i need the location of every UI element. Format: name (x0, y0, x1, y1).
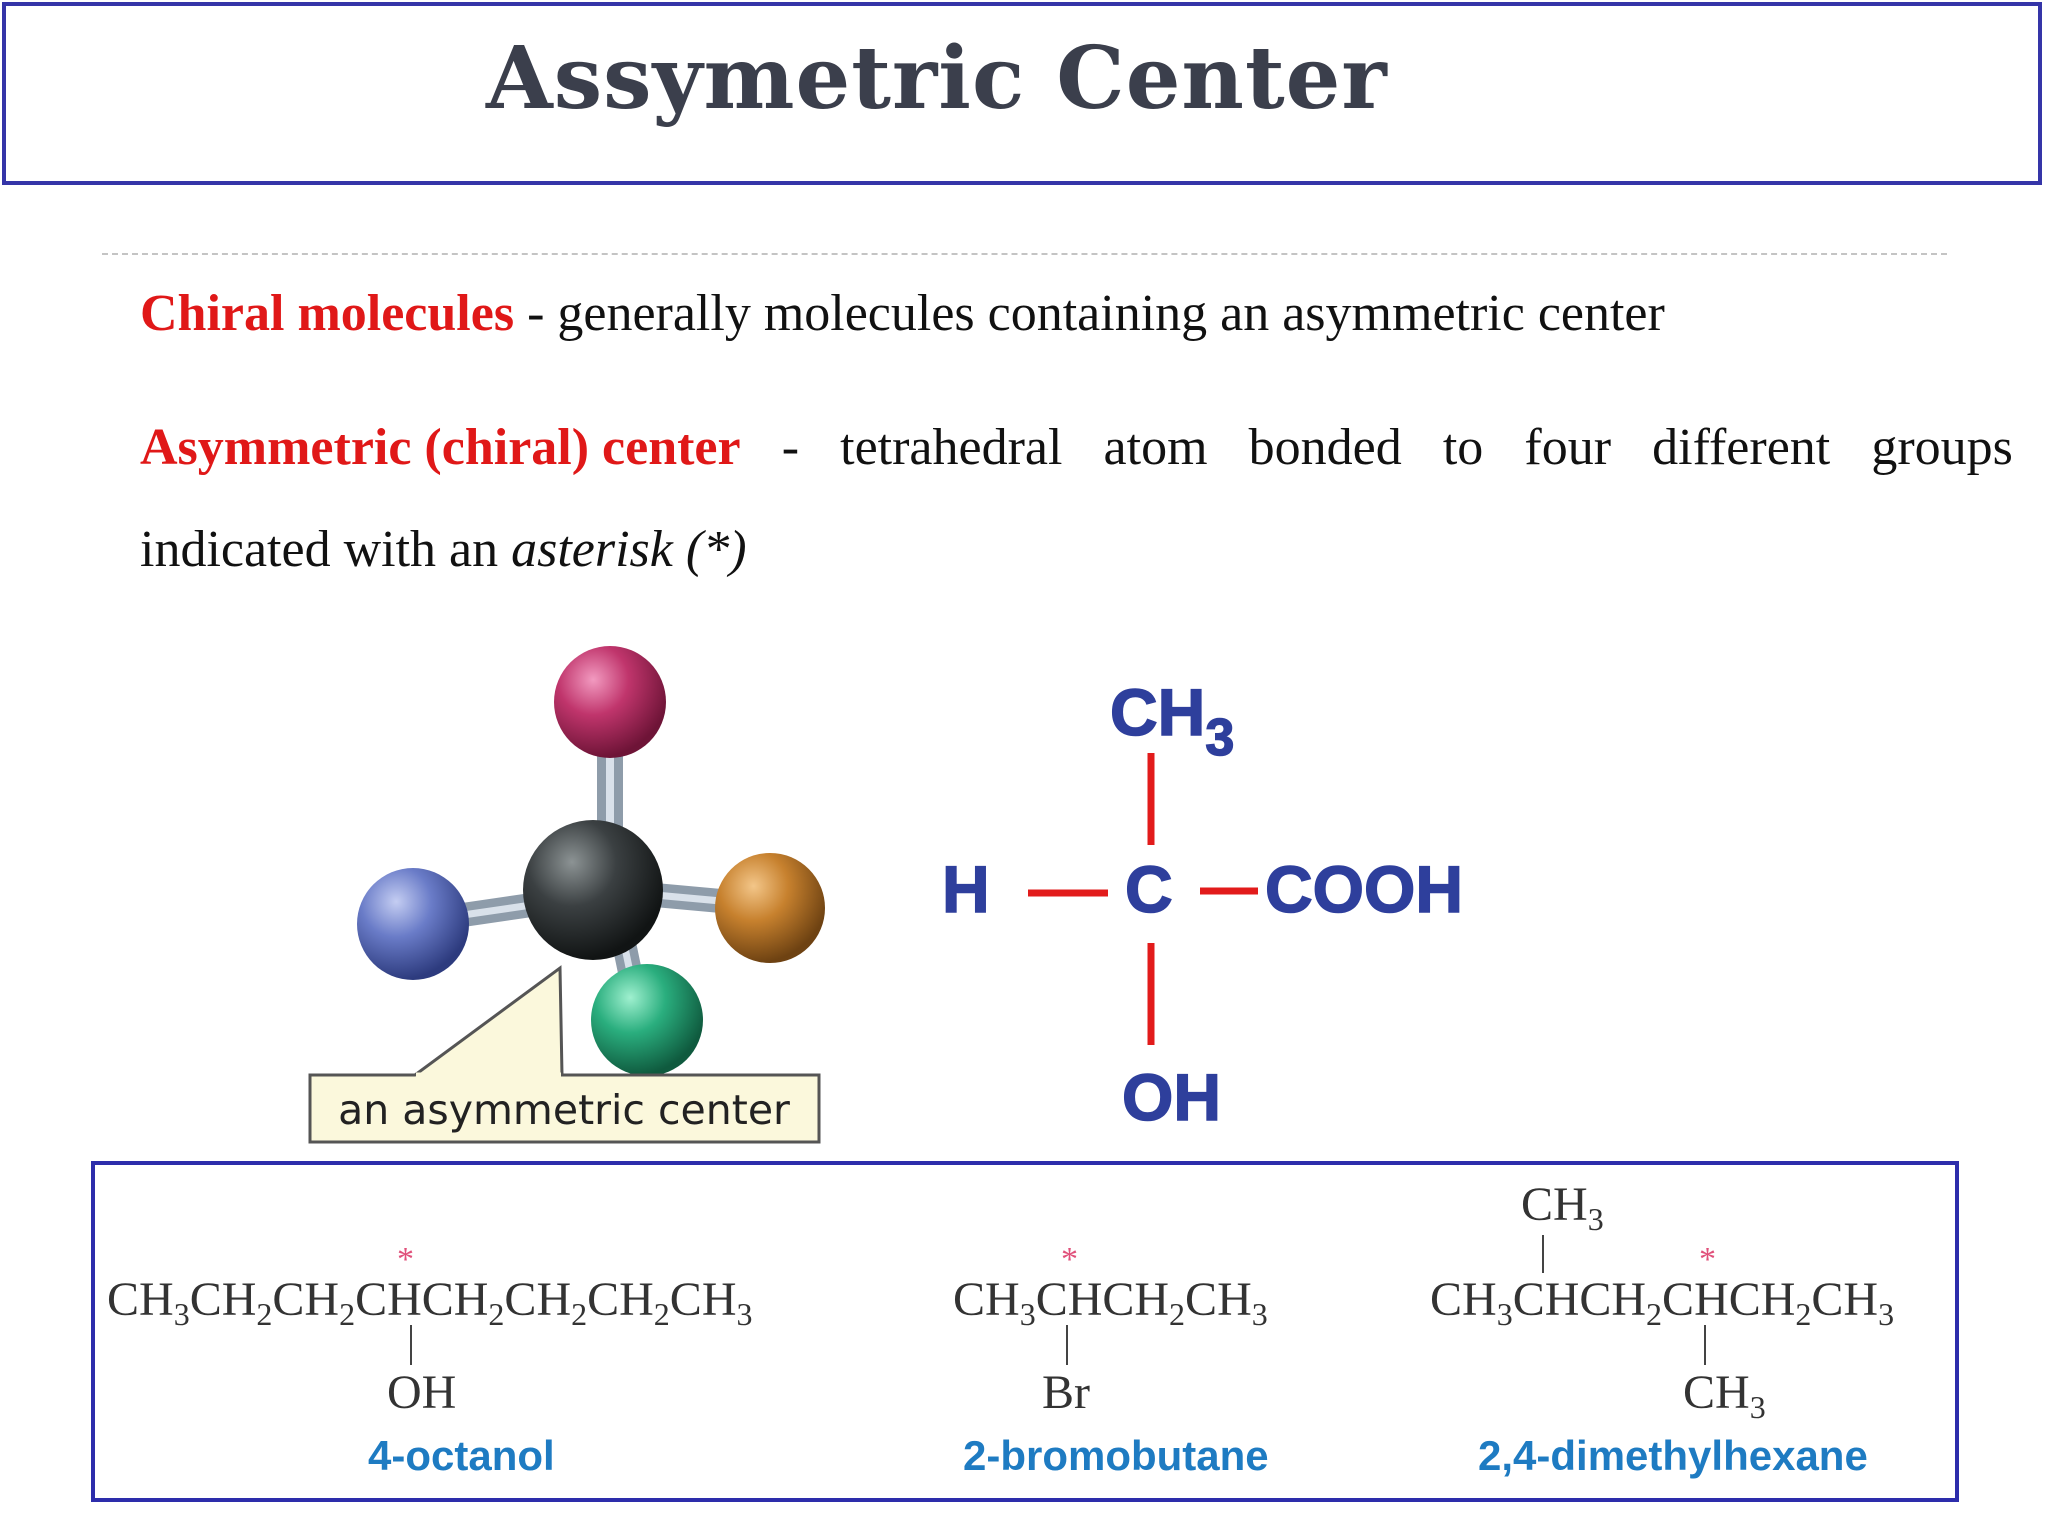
example-octanol: * CH3CH2CH2CHCH2CH2CH2CH3 OH 4-octanol (107, 1241, 752, 1479)
bromobutane-substituent: Br (1042, 1366, 1090, 1419)
bromobutane-formula: CH3CHCH2CH3 (953, 1273, 1268, 1332)
octanol-formula: CH3CH2CH2CHCH2CH2CH2CH3 (107, 1273, 752, 1332)
asterisk-marker: * (1699, 1241, 1716, 1278)
chiral-text: - generally molecules containing an asym… (527, 285, 1665, 342)
center-word: tetrahedral (840, 419, 1063, 476)
center-word: four (1524, 419, 1612, 476)
bottom-atom (591, 964, 703, 1076)
octanol-substituent: OH (387, 1366, 456, 1419)
lactic-acid-structure: CH3 H C COOH OH (941, 674, 1464, 1135)
ball-and-stick-model: an asymmetric center (308, 646, 825, 1144)
slide-title: Assymetric Center (486, 28, 1388, 129)
chiral-definition: Chiral molecules - generally molecules c… (140, 284, 1665, 343)
dimethylhexane-formula: CH3CHCH2CHCH2CH3 (1430, 1273, 1894, 1332)
indicated-text: indicated with an (140, 521, 499, 578)
left-atom (357, 868, 469, 980)
indicated-line: indicated with an asterisk (*) (140, 520, 747, 579)
title-box: Assymetric Center (2, 2, 2042, 185)
chiral-term: Chiral molecules (140, 285, 515, 342)
callout-label: an asymmetric center (338, 1086, 790, 1134)
asterisk-text: asterisk (*) (511, 521, 747, 578)
right-atom (715, 853, 825, 963)
group-right: COOH (1265, 852, 1463, 926)
center-word: atom (1103, 419, 1208, 476)
octanol-name: 4-octanol (368, 1432, 555, 1479)
example-bromobutane: * CH3CHCH2CH3 Br 2-bromobutane (953, 1241, 1269, 1479)
center-word: - (781, 419, 800, 476)
center-word: groups (1871, 419, 2013, 476)
divider (102, 253, 1947, 255)
callout: an asymmetric center (308, 965, 821, 1144)
group-bottom: OH (1122, 1060, 1221, 1134)
asterisk-marker: * (1061, 1241, 1078, 1278)
center-word: to (1442, 419, 1484, 476)
center-atom (523, 820, 663, 960)
dimethylhexane-name: 2,4-dimethylhexane (1478, 1432, 1868, 1479)
group-top: CH3 (1110, 675, 1234, 767)
center-word: different (1652, 419, 1831, 476)
dimethylhexane-bottom-substituent: CH3 (1683, 1366, 1766, 1425)
center-definition: Asymmetric (chiral) center - tetrahedral… (140, 418, 2013, 477)
bonds (1028, 753, 1258, 1045)
examples-drawing: * CH3CH2CH2CHCH2CH2CH2CH3 OH 4-octanol *… (107, 1178, 1894, 1479)
center-word: bonded (1248, 419, 1402, 476)
examples-box: * CH3CH2CH2CHCH2CH2CH2CH3 OH 4-octanol *… (91, 1161, 1959, 1502)
group-left: H (942, 852, 990, 926)
central-carbon: C (1125, 852, 1173, 926)
dimethylhexane-top-substituent: CH3 (1521, 1178, 1604, 1237)
example-dimethylhexane: CH3 * CH3CHCH2CHCH2CH3 CH3 2,4-dimethylh… (1430, 1178, 1894, 1479)
top-atom (554, 646, 666, 758)
center-term: Asymmetric (chiral) center (140, 419, 741, 476)
bromobutane-name: 2-bromobutane (963, 1432, 1269, 1479)
asterisk-marker: * (397, 1241, 414, 1278)
